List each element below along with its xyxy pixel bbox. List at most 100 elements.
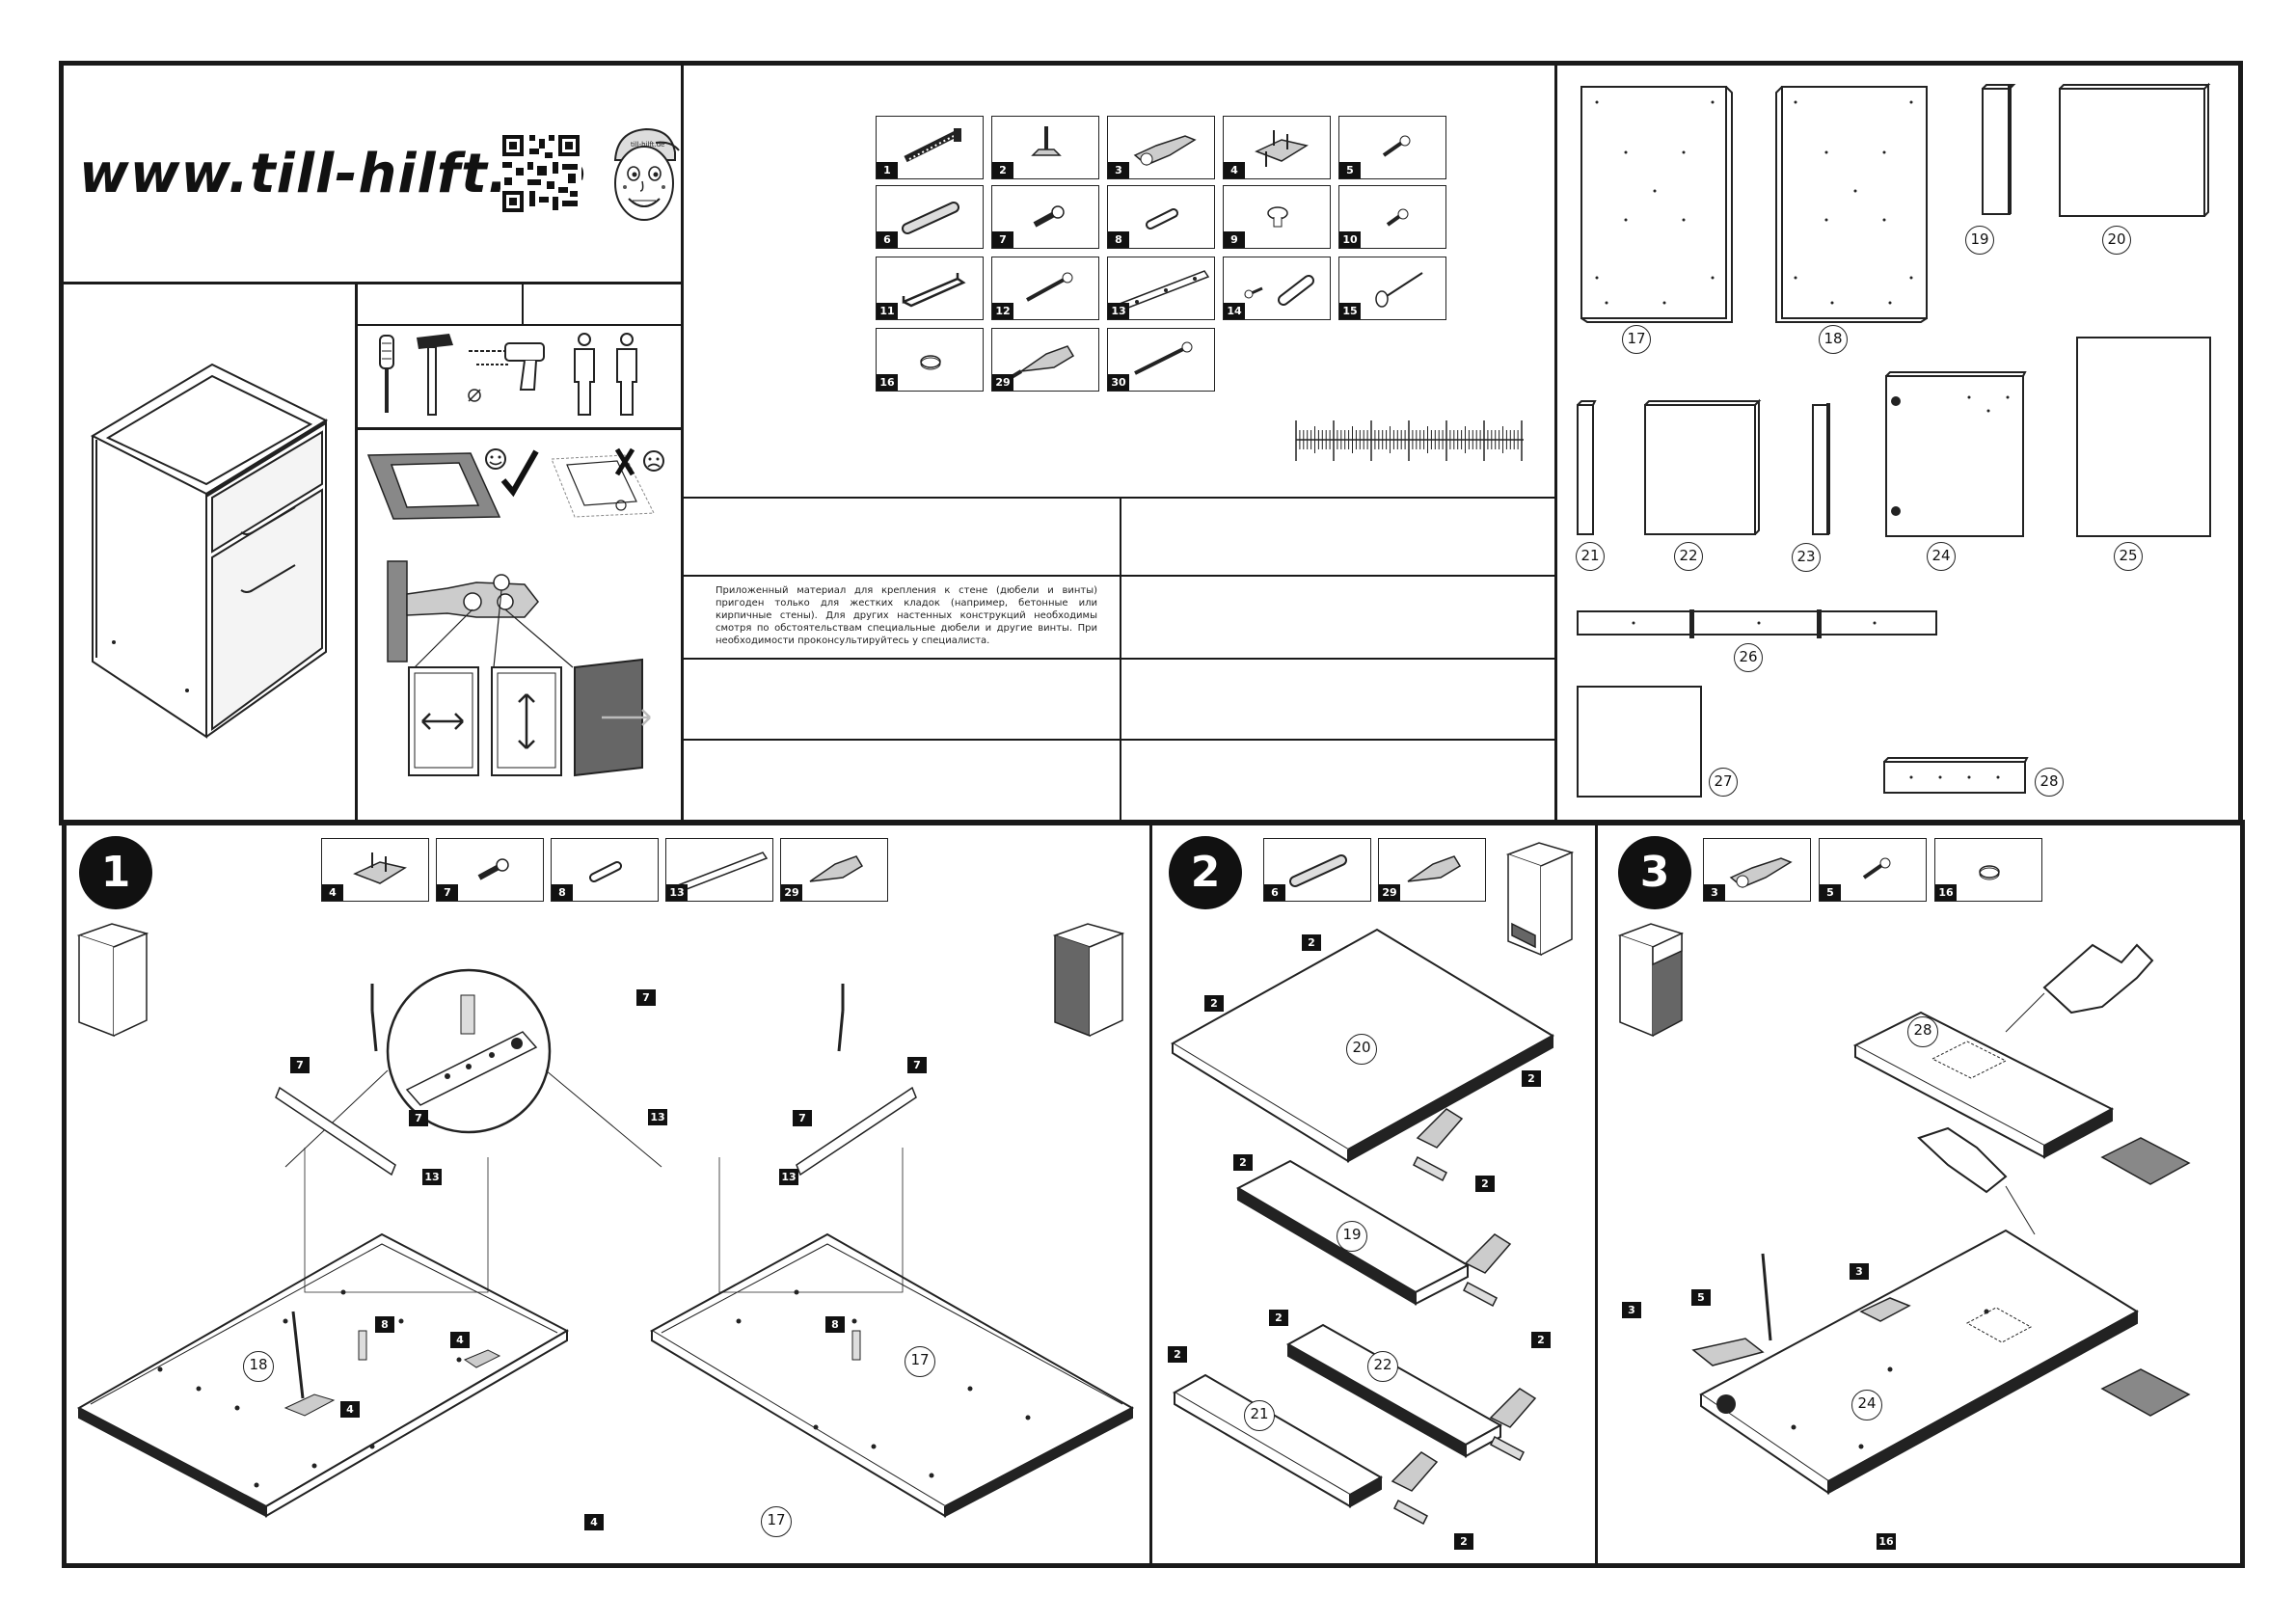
drill-icon[interactable]	[467, 334, 554, 407]
divider	[355, 324, 683, 326]
panel-17-drawing	[1580, 86, 1733, 323]
part-tile: 1	[876, 116, 984, 179]
divider	[1595, 822, 1598, 1566]
glue-tube-icon	[1407, 855, 1462, 882]
panel-18-drawing	[1775, 86, 1928, 323]
short-screw-icon	[1386, 208, 1409, 227]
part-tile: 3	[1703, 838, 1811, 902]
part-tile: 2	[991, 116, 1099, 179]
part-tag: 13	[648, 1109, 667, 1125]
hinge-icon	[1729, 857, 1793, 888]
part-tile: 30	[1107, 328, 1215, 392]
part-tag: 2	[1233, 1154, 1253, 1171]
panel-label: 17	[761, 1506, 792, 1537]
panel-23-drawing	[1812, 403, 1830, 535]
part-tag: 2	[1204, 995, 1224, 1012]
part-tile: 13	[665, 838, 773, 902]
part-tag: 3	[1622, 1302, 1641, 1318]
part-tile: 5	[1819, 838, 1927, 902]
mounting-bracket-icon	[1255, 130, 1309, 167]
panel-25-drawing	[2076, 337, 2211, 537]
panel-20-drawing	[2059, 82, 2211, 217]
divider	[683, 575, 1556, 577]
divider	[683, 739, 1556, 741]
part-tag: 8	[825, 1316, 845, 1333]
mascot-cap-text: till-hilft.de	[631, 141, 665, 149]
step1-drawing	[76, 923, 1135, 1518]
panel-22-drawing	[1644, 398, 1762, 535]
part-tag: 2	[1302, 934, 1321, 951]
panel-27-drawing	[1577, 686, 1702, 798]
plastic-dowel-icon	[1146, 208, 1178, 230]
panel-19-drawing	[1982, 84, 2016, 215]
part-tag: 7	[636, 989, 656, 1006]
panel-label: 24	[1927, 542, 1956, 571]
wood-dowel-icon	[902, 202, 959, 234]
part-tile: 8	[551, 838, 659, 902]
part-tile: 29	[991, 328, 1099, 392]
wall-mounting-note: Приложенный материал для крепления к сте…	[716, 585, 1097, 646]
part-tag: 4	[340, 1401, 360, 1418]
part-tile: 5	[1338, 116, 1446, 179]
screwdriver-icon[interactable]	[372, 334, 401, 417]
hammer-icon[interactable]	[413, 332, 457, 419]
part-tile: 8	[1107, 185, 1215, 249]
panel-label: 22	[1367, 1351, 1398, 1382]
qr-code-icon	[500, 133, 581, 214]
panel-label: 26	[1734, 643, 1763, 672]
part-tag: 2	[1522, 1070, 1541, 1087]
part-tile: 4	[1223, 116, 1331, 179]
step2-drawing	[1171, 842, 1575, 1526]
part-tag: 7	[290, 1057, 310, 1073]
part-tag: 13	[422, 1169, 442, 1185]
panel-label: 24	[1851, 1390, 1882, 1420]
part-tag: 2	[1475, 1176, 1495, 1192]
panel-label: 28	[2035, 768, 2064, 797]
part-tile: 16	[1934, 838, 2042, 902]
two-persons-icon	[574, 333, 637, 416]
part-tile: 16	[876, 328, 984, 392]
boy-mascot-icon: till-hilft.de	[613, 127, 680, 221]
part-tag: 5	[1691, 1289, 1711, 1306]
divider	[522, 282, 524, 325]
panel-label: 20	[1346, 1034, 1377, 1065]
part-tag: 2	[1168, 1346, 1187, 1363]
part-tile: 9	[1223, 185, 1331, 249]
divider	[62, 282, 683, 284]
part-tile: 15	[1338, 257, 1446, 320]
part-tag: 2	[1531, 1332, 1551, 1348]
hinge-icon	[1133, 135, 1197, 166]
panel-24-drawing	[1885, 371, 2027, 537]
panel-label: 18	[1819, 325, 1848, 354]
part-tile: 4	[321, 838, 429, 902]
part-tag: 4	[584, 1514, 604, 1530]
page-frame-bottom	[62, 820, 2245, 1568]
glue-tube-icon	[809, 855, 864, 882]
handle-icon	[902, 273, 966, 308]
part-tag: 8	[375, 1316, 394, 1333]
knob-icon	[1267, 206, 1288, 228]
bumper-pad-icon	[920, 355, 941, 370]
mounting-bracket-icon	[353, 852, 407, 884]
part-tag: 2	[1454, 1533, 1473, 1550]
panel-label: 27	[1709, 768, 1738, 797]
panel-label: 20	[2102, 226, 2131, 255]
part-tile: 7	[436, 838, 544, 902]
part-tag: 7	[409, 1110, 428, 1126]
wall-plug-screw-icon	[1244, 275, 1314, 306]
part-tag: 7	[907, 1057, 927, 1073]
part-tag: 7	[793, 1110, 812, 1126]
leveling-foot-icon	[1031, 126, 1062, 156]
panel-21-drawing	[1577, 400, 1597, 535]
long-screw-icon	[904, 128, 961, 163]
panel-label: 19	[1337, 1221, 1367, 1252]
part-tag: 16	[1877, 1533, 1896, 1550]
step-number: 2	[1169, 836, 1242, 909]
part-tag: 2	[1269, 1310, 1288, 1326]
part-tag: 4	[450, 1332, 470, 1348]
panel-label: 19	[1965, 226, 1994, 255]
divider	[1149, 822, 1152, 1566]
nail-icon	[1375, 272, 1423, 308]
part-tile: 7	[991, 185, 1099, 249]
wood-dowel-icon	[1289, 854, 1347, 887]
